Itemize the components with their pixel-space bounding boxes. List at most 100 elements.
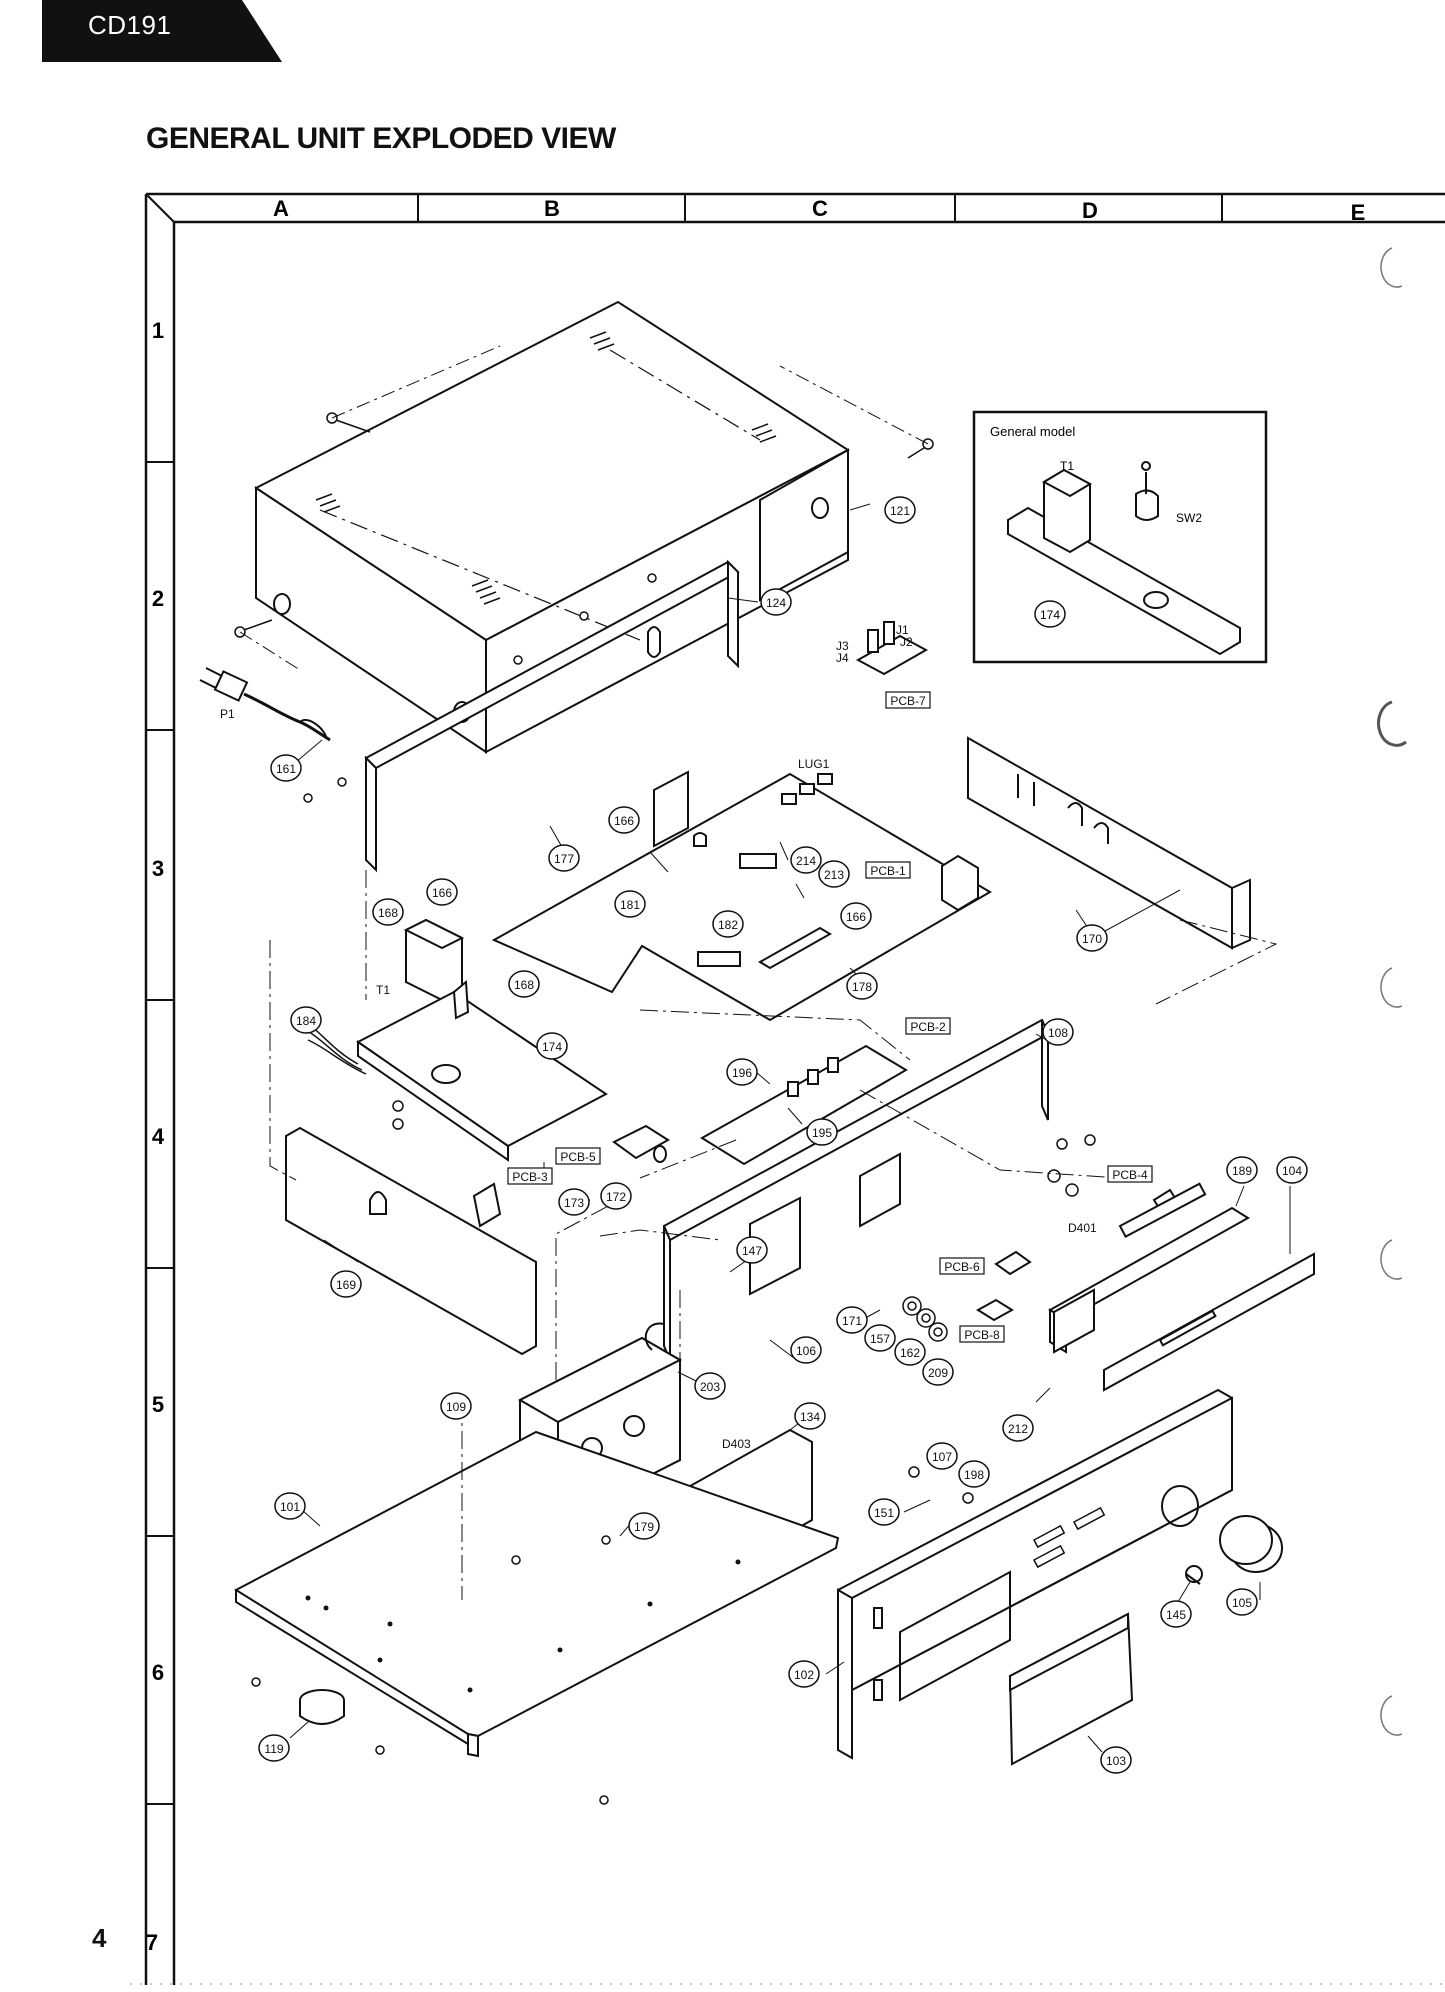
- top-cover: [254, 300, 850, 754]
- grid-row-label: 2: [152, 586, 164, 611]
- callout: 119: [258, 1734, 290, 1762]
- d403-label: D403: [722, 1437, 751, 1451]
- callout: 134: [794, 1402, 826, 1430]
- pcb-8-board: [976, 1298, 1014, 1322]
- model-tab: [42, 0, 282, 62]
- svg-text:157: 157: [870, 1332, 890, 1346]
- general-model-inset: General model T1 SW2 174: [972, 410, 1268, 664]
- callout: 108: [1042, 1018, 1074, 1046]
- callout: 195: [806, 1118, 838, 1146]
- j2-label: J2: [900, 635, 913, 649]
- svg-text:174: 174: [542, 1040, 562, 1054]
- svg-text:147: 147: [742, 1244, 762, 1258]
- grid-column-label: D: [1082, 198, 1098, 223]
- svg-text:145: 145: [1166, 1608, 1186, 1622]
- svg-text:PCB-2: PCB-2: [910, 1020, 946, 1034]
- bottom-plate: [233, 1430, 840, 1758]
- svg-text:196: 196: [732, 1066, 752, 1080]
- svg-text:107: 107: [932, 1450, 952, 1464]
- svg-text:181: 181: [620, 898, 640, 912]
- svg-text:PCB-5: PCB-5: [560, 1150, 596, 1164]
- callout: 121: [884, 496, 916, 524]
- svg-text:171: 171: [842, 1314, 862, 1328]
- grid-row-label: 4: [152, 1124, 165, 1149]
- callout: 106: [790, 1336, 822, 1364]
- callout: 162: [894, 1338, 926, 1366]
- svg-text:172: 172: [606, 1190, 626, 1204]
- grid-frame: [144, 192, 1445, 1985]
- callout: 196: [726, 1058, 758, 1086]
- sub-panel: [364, 559, 740, 873]
- callout: 168: [508, 970, 540, 998]
- pcb-7-jack: [855, 621, 929, 676]
- callout: 161: [270, 754, 302, 782]
- callout: 203: [694, 1372, 726, 1400]
- callout: 209: [922, 1358, 954, 1386]
- callout: 109: [440, 1392, 472, 1420]
- callout: 182: [712, 910, 744, 938]
- transformer: [403, 918, 465, 1002]
- volume-knob: [1219, 1515, 1283, 1573]
- callout: 168: [372, 898, 404, 926]
- callout: 170: [1076, 924, 1108, 952]
- binder-holes: [1377, 247, 1407, 1736]
- callout: 181: [614, 890, 646, 918]
- svg-text:166: 166: [432, 886, 452, 900]
- display-board: [1048, 1182, 1250, 1354]
- svg-text:134: 134: [800, 1410, 820, 1424]
- svg-text:124: 124: [766, 596, 786, 610]
- small-parts: [251, 1100, 1096, 1805]
- grid-column-label: E: [1351, 200, 1366, 225]
- main-pcb: [491, 770, 992, 1022]
- callout: 213: [818, 860, 850, 888]
- j1-label: J1: [896, 623, 909, 637]
- svg-text:151: 151: [874, 1506, 894, 1520]
- svg-text:168: 168: [378, 906, 398, 920]
- front-filter-strip: [1103, 1252, 1315, 1392]
- callout: 212: [1002, 1414, 1034, 1442]
- svg-text:101: 101: [280, 1500, 300, 1514]
- svg-text:166: 166: [846, 910, 866, 924]
- callout: 177: [548, 844, 580, 872]
- svg-text:PCB-8: PCB-8: [964, 1328, 1000, 1342]
- svg-text:212: 212: [1008, 1422, 1028, 1436]
- pcb-3-board: [472, 1182, 502, 1228]
- callout: 189: [1226, 1156, 1258, 1184]
- svg-text:178: 178: [852, 980, 872, 994]
- small-knob: [1185, 1565, 1203, 1585]
- pcb-tag: PCB-3: [507, 1167, 553, 1185]
- model-number: CD191: [88, 10, 172, 40]
- grid-row-label: 3: [152, 856, 164, 881]
- grid-row-label: 6: [152, 1660, 164, 1685]
- grid-column-label: A: [273, 196, 289, 221]
- callout: 172: [600, 1182, 632, 1210]
- callout: 157: [864, 1324, 896, 1352]
- svg-text:109: 109: [446, 1400, 466, 1414]
- pcb-tag: PCB-4: [1107, 1165, 1153, 1183]
- sub-panel-screws: [303, 573, 657, 803]
- svg-text:119: 119: [264, 1742, 283, 1756]
- svg-text:170: 170: [1082, 932, 1102, 946]
- inset-title: General model: [990, 424, 1075, 439]
- svg-text:173: 173: [564, 1196, 584, 1210]
- svg-text:203: 203: [700, 1380, 720, 1394]
- svg-text:161: 161: [276, 762, 296, 776]
- power-cord: [199, 667, 331, 742]
- svg-text:PCB-3: PCB-3: [512, 1170, 548, 1184]
- inset-transformer-label: T1: [1060, 459, 1074, 473]
- cassette-door: [1008, 1612, 1134, 1766]
- svg-text:104: 104: [1282, 1164, 1302, 1178]
- svg-text:182: 182: [718, 918, 738, 932]
- pcb-tag: PCB-8: [959, 1325, 1005, 1343]
- svg-text:168: 168: [514, 978, 534, 992]
- left-side-bracket: [285, 1126, 537, 1356]
- pcb-tag: PCB-5: [555, 1147, 601, 1165]
- callout: 173: [558, 1188, 590, 1216]
- svg-text:213: 213: [824, 868, 844, 882]
- grid-column-label: B: [544, 196, 560, 221]
- svg-text:108: 108: [1048, 1026, 1068, 1040]
- transformer-chassis: [356, 979, 608, 1162]
- callout: 169: [330, 1270, 362, 1298]
- callout: 166: [426, 878, 458, 906]
